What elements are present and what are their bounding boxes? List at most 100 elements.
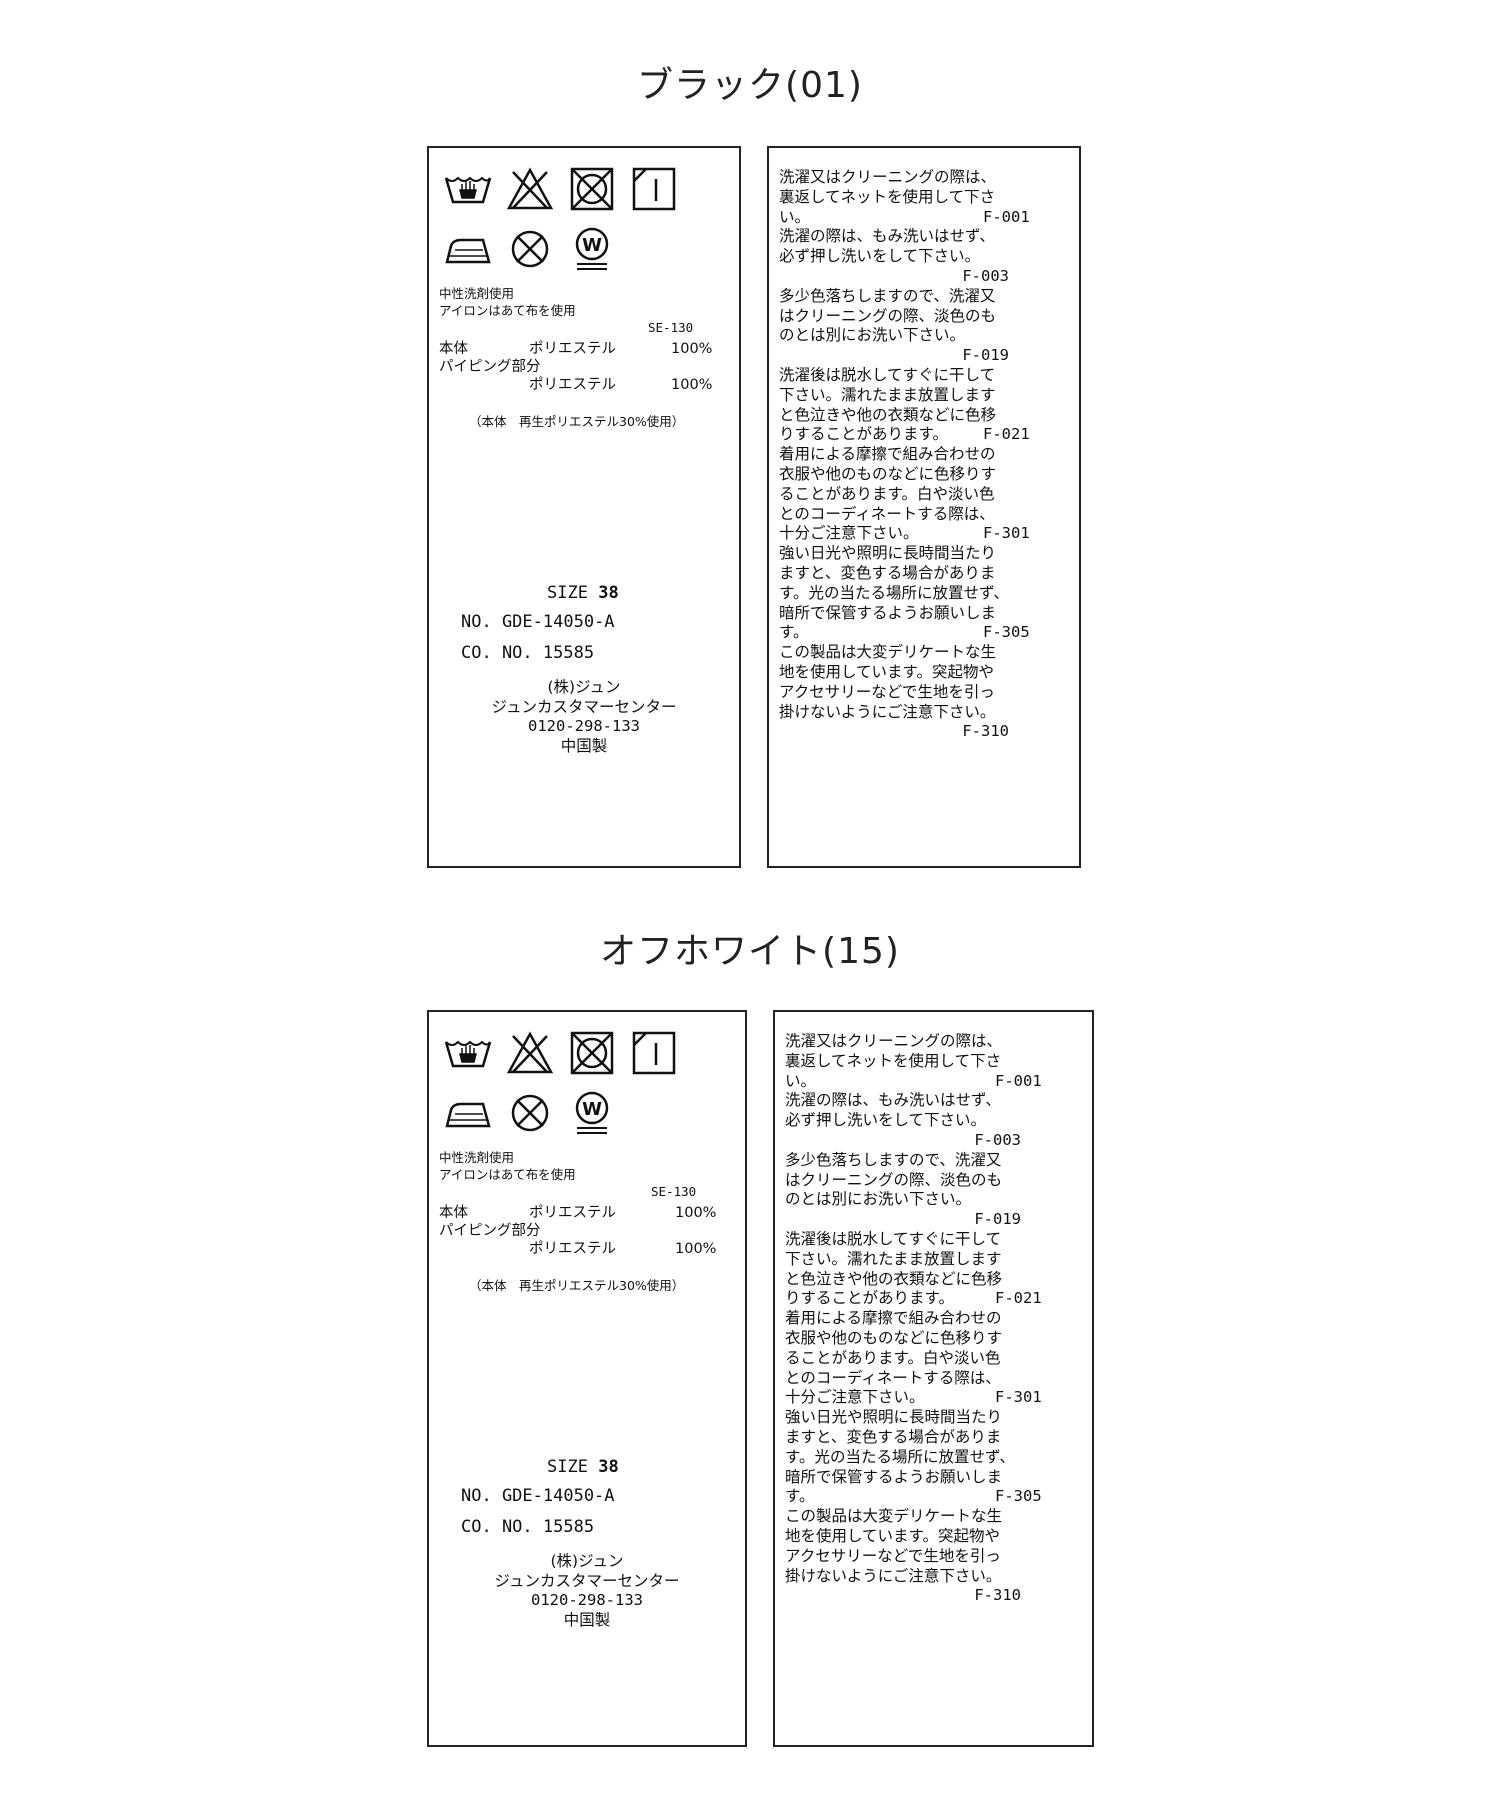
- maker-info: (株)ジュン ジュンカスタマーセンター 0120-298-133 中国製: [429, 678, 739, 756]
- care-code: F-301: [995, 1388, 1042, 1407]
- care-line: 掛けないようにご注意下さい。: [785, 1566, 1002, 1585]
- care-line: 掛けないようにご注意下さい。: [779, 702, 996, 721]
- fiber-part: パイピング部分: [439, 1223, 541, 1239]
- care-line: す。光の当たる場所に放置せず、: [779, 583, 1009, 602]
- line-dry-shade-icon: [629, 166, 679, 212]
- hand-wash-icon: [443, 166, 493, 212]
- no-bleach-icon: [505, 166, 555, 212]
- care-code: F-019: [974, 1210, 1021, 1229]
- care-line: りすることがあります。F-021: [779, 425, 1030, 444]
- care-line: はクリーニングの際、淡色のも: [785, 1170, 1003, 1189]
- fiber-material: ポリエステル: [529, 1205, 616, 1221]
- care-line: アクセサリーなどで生地を引っ: [779, 682, 995, 701]
- no-tumble-dry-icon: [567, 1030, 617, 1076]
- care-line: と色泣きや他の衣類などに色移: [785, 1269, 1003, 1288]
- care-line: い。F-001: [785, 1071, 1042, 1090]
- fiber-row-piping-label: パイピング部分: [439, 358, 699, 376]
- care-line: 下さい。濡れたまま放置します: [785, 1249, 1002, 1268]
- maker-phone: 0120-298-133: [528, 717, 640, 735]
- fiber-row-piping: ポリエステル 100%: [439, 1240, 716, 1258]
- fiber-content: 本体 ポリエステル 100% パイピング部分 ポリエステル 100%: [439, 340, 712, 394]
- care-line: 強い日光や照明に長時間当たり: [779, 544, 997, 563]
- care-line: と色泣きや他の衣類などに色移: [779, 405, 997, 424]
- care-line: 着用による摩擦で組み合わせの: [779, 445, 996, 464]
- fiber-material: ポリエステル: [529, 1241, 616, 1257]
- care-line: 着用による摩擦で組み合わせの: [785, 1309, 1002, 1328]
- care-symbols: W: [443, 1030, 693, 1150]
- color-number: CO. NO. 15585: [461, 643, 595, 663]
- care-line: ますと、変色する場合がありま: [779, 563, 996, 582]
- care-line: この製品は大変デリケートな生: [785, 1507, 1003, 1526]
- care-code: F-021: [983, 425, 1030, 444]
- product-number: NO. GDE-14050-A: [461, 1486, 615, 1506]
- size-label: SIZE: [547, 583, 588, 603]
- care-code: F-019: [962, 346, 1009, 365]
- iron-low-icon: [443, 1090, 493, 1136]
- hand-wash-icon: [443, 1030, 493, 1076]
- care-line: 強い日光や照明に長時間当たり: [785, 1408, 1003, 1427]
- maker-phone: 0120-298-133: [531, 1591, 643, 1609]
- care-code: F-305: [983, 623, 1030, 642]
- size-value: 38: [598, 583, 619, 603]
- fiber-row-body: 本体 ポリエステル 100%: [439, 1204, 716, 1222]
- care-line: 衣服や他のものなどに色移りす: [779, 464, 997, 483]
- fiber-part: 本体: [439, 1205, 468, 1221]
- wet-clean-icon: W: [567, 1090, 617, 1136]
- care-code: F-310: [962, 722, 1009, 741]
- care-line: ることがあります。白や淡い色: [779, 484, 995, 503]
- care-line: 地を使用しています。突起物や: [779, 662, 994, 681]
- care-code: F-003: [962, 266, 1009, 285]
- care-code: F-305: [995, 1487, 1042, 1506]
- care-line: 洗濯後は脱水してすぐに干して: [785, 1229, 1002, 1248]
- care-note-detergent: 中性洗剤使用: [439, 1150, 515, 1165]
- fiber-material: ポリエステル: [529, 341, 616, 357]
- care-line: い。F-001: [779, 207, 1030, 226]
- care-line: 暗所で保管するようお願いしま: [779, 603, 997, 622]
- fiber-part: 本体: [439, 341, 468, 357]
- care-note-detergent: 中性洗剤使用: [439, 286, 515, 301]
- care-line: 多少色落ちしますので、洗濯又: [779, 286, 996, 305]
- size-value: 38: [598, 1457, 619, 1477]
- care-line: 洗濯の際は、もみ洗いはせず、: [785, 1091, 1001, 1110]
- size-label: SIZE: [547, 1457, 588, 1477]
- care-code: F-310: [974, 1586, 1021, 1605]
- care-line: ますと、変色する場合がありま: [785, 1427, 1002, 1446]
- maker-center: ジュンカスタマーセンター: [491, 697, 677, 716]
- care-line: 衣服や他のものなどに色移りす: [785, 1328, 1003, 1347]
- care-line: ることがあります。白や淡い色: [785, 1348, 1001, 1367]
- care-line: 裏返してネットを使用して下さ: [785, 1051, 1002, 1070]
- wet-clean-icon: W: [567, 226, 617, 272]
- care-line: す。F-305: [785, 1487, 1042, 1506]
- label-code: SE-130: [651, 1184, 697, 1199]
- size-line: SIZE 38: [547, 1452, 619, 1482]
- care-line: とのコーディネートする際は、: [785, 1368, 1001, 1387]
- care-code: F-001: [983, 207, 1030, 226]
- country-of-origin: 中国製: [560, 736, 608, 755]
- care-line: はクリーニングの際、淡色のも: [779, 306, 997, 325]
- care-line: この製品は大変デリケートな生: [779, 643, 997, 662]
- label-code: SE-130: [648, 320, 694, 335]
- label-tag-front: W 中性洗剤使用 アイロンはあて布を使用 SE-130 本体 ポリエステル 10…: [427, 146, 741, 868]
- care-instructions: 洗濯又はクリーニングの際は、 裏返してネットを使用して下さ い。F-001 洗濯…: [785, 1032, 1055, 1606]
- maker-info: (株)ジュン ジュンカスタマーセンター 0120-298-133 中国製: [429, 1552, 745, 1630]
- fiber-percent: 100%: [671, 377, 713, 393]
- care-line: のとは別にお洗い下さい。: [785, 1190, 972, 1209]
- care-line: 洗濯又はクリーニングの際は、: [785, 1032, 1003, 1050]
- label-tag-back: 洗濯又はクリーニングの際は、 裏返してネットを使用して下さ い。F-001 洗濯…: [773, 1010, 1094, 1747]
- color-number: CO. NO. 15585: [461, 1517, 595, 1537]
- care-line: す。F-305: [779, 623, 1030, 642]
- care-line: 必ず押し洗いをして下さい。: [785, 1111, 987, 1130]
- no-dry-clean-icon: [505, 1090, 555, 1136]
- care-line: 洗濯の際は、もみ洗いはせず、: [779, 227, 995, 246]
- care-code: F-003: [974, 1130, 1021, 1149]
- no-tumble-dry-icon: [567, 166, 617, 212]
- iron-low-icon: [443, 226, 493, 272]
- care-line: 洗濯又はクリーニングの際は、: [779, 168, 997, 186]
- size-line: SIZE 38: [547, 578, 619, 608]
- maker-name: (株)ジュン: [550, 1552, 624, 1570]
- product-number: NO. GDE-14050-A: [461, 612, 615, 632]
- care-line: りすることがあります。F-021: [785, 1289, 1042, 1308]
- care-code: F-001: [995, 1071, 1042, 1090]
- maker-name: (株)ジュン: [547, 678, 621, 696]
- section-title-offwhite: オフホワイト(15): [600, 931, 900, 972]
